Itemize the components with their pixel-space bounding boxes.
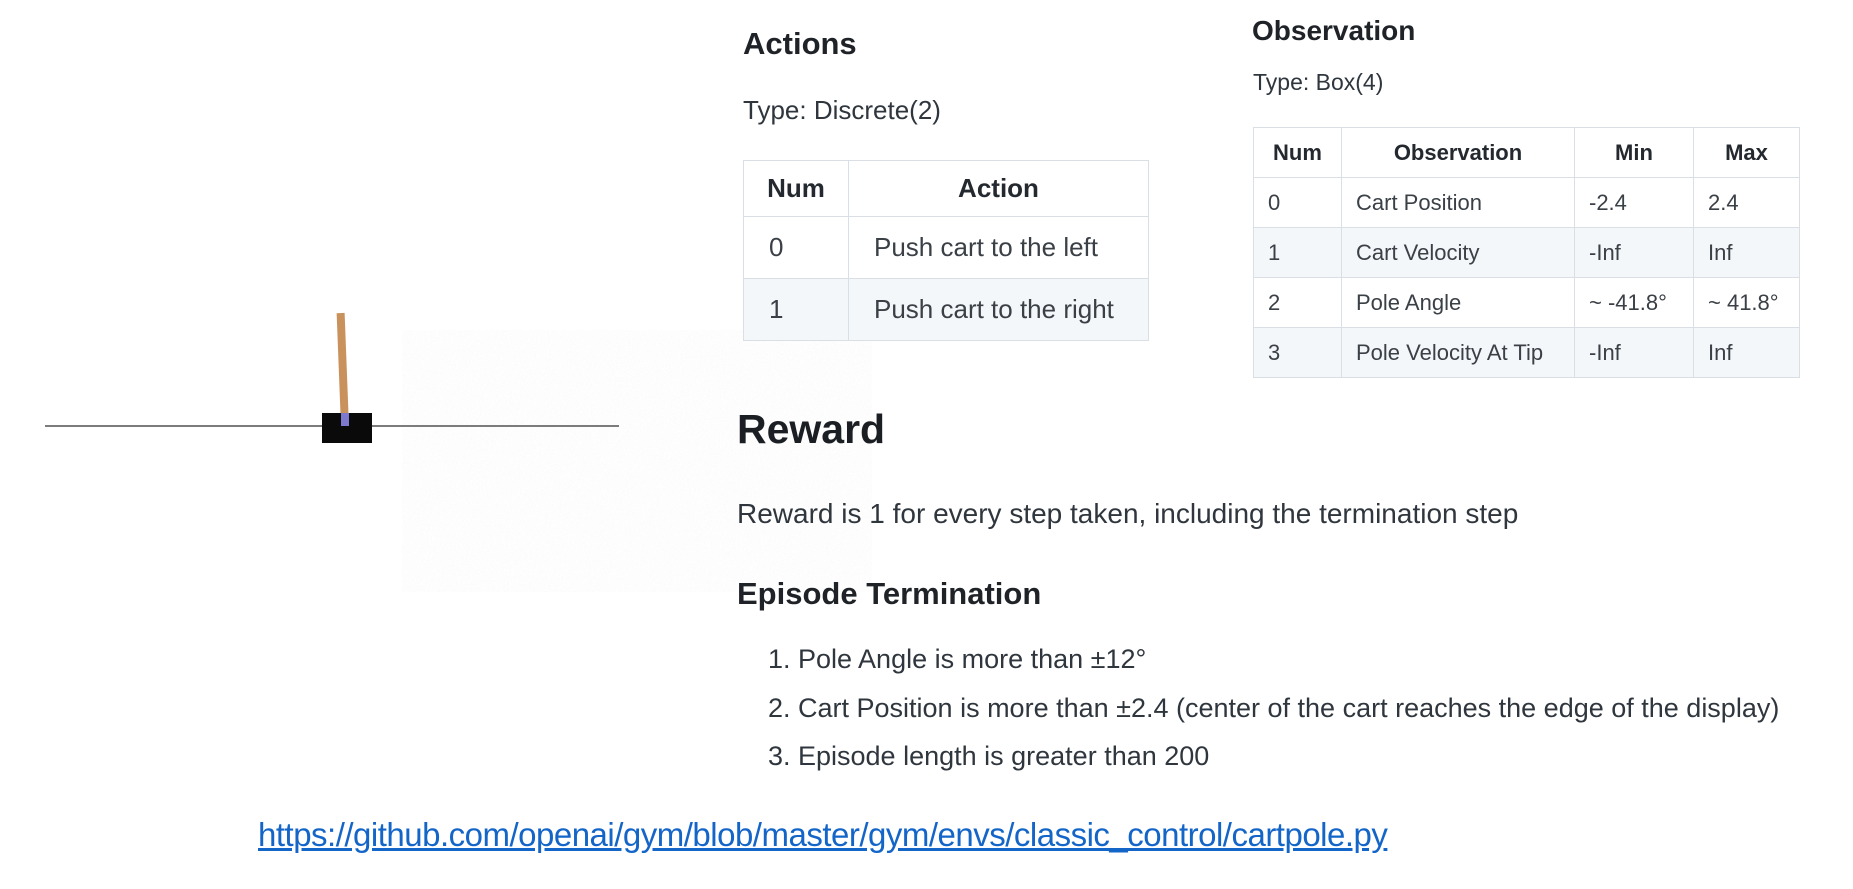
table-header-cell: Action (848, 160, 1149, 217)
reward-title: Reward (737, 406, 886, 452)
actions-title: Actions (743, 26, 857, 61)
table-header-cell: Observation (1341, 127, 1575, 178)
table-cell: 3 (1253, 327, 1342, 378)
table-cell: 2.4 (1693, 177, 1800, 228)
table-header-cell: Num (743, 160, 849, 217)
table-cell: ~ 41.8° (1693, 277, 1800, 328)
table-cell: Push cart to the left (848, 216, 1149, 279)
episode-termination-items: Pole Angle is more than ±12° Cart Positio… (752, 644, 1779, 772)
table-cell: -2.4 (1574, 177, 1694, 228)
cartpole-axle (341, 413, 349, 426)
list-item: Cart Position is more than ±2.4 (center … (798, 693, 1779, 724)
table-cell: 2 (1253, 277, 1342, 328)
table-cell: -Inf (1574, 227, 1694, 278)
table-header-cell: Num (1253, 127, 1342, 178)
observation-type-label: Type: Box(4) (1253, 69, 1384, 95)
table-cell: Pole Angle (1341, 277, 1575, 328)
actions-type-label: Type: Discrete(2) (743, 95, 941, 125)
table-cell: Inf (1693, 227, 1800, 278)
table-cell: ~ -41.8° (1574, 277, 1694, 328)
table-cell: Cart Velocity (1341, 227, 1575, 278)
table-cell: 0 (1253, 177, 1342, 228)
list-item: Episode length is greater than 200 (798, 742, 1779, 772)
table-cell: Push cart to the right (848, 278, 1149, 341)
table-cell: 0 (743, 216, 849, 279)
background-noise-patch (402, 330, 872, 592)
table-cell: 1 (1253, 227, 1342, 278)
cartpole-pole (336, 312, 349, 428)
table-header-cell: Max (1693, 127, 1800, 178)
list-item: Pole Angle is more than ±12° (798, 644, 1779, 675)
source-link[interactable]: https://github.com/openai/gym/blob/maste… (258, 816, 1388, 853)
reward-body: Reward is 1 for every step taken, includ… (737, 498, 1519, 529)
table-cell: Pole Velocity At Tip (1341, 327, 1575, 378)
episode-termination-list: Pole Angle is more than ±12° Cart Positio… (752, 644, 1779, 791)
episode-termination-title: Episode Termination (737, 576, 1042, 611)
table-cell: Inf (1693, 327, 1800, 378)
table-cell: Cart Position (1341, 177, 1575, 228)
table-cell: 1 (743, 278, 849, 341)
observation-title: Observation (1252, 15, 1416, 46)
table-header-cell: Min (1574, 127, 1694, 178)
table-cell: -Inf (1574, 327, 1694, 378)
